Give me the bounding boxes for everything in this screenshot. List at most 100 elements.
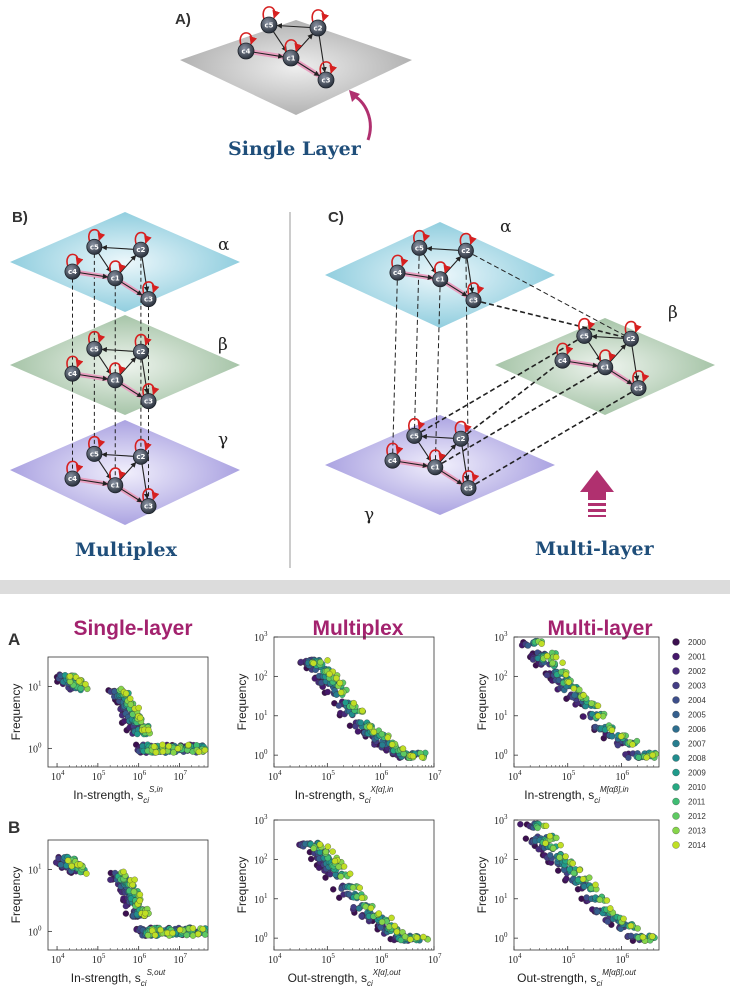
data-point	[159, 748, 167, 755]
y-tick-label: 102	[494, 852, 508, 866]
data-point	[570, 869, 578, 877]
legend-marker	[672, 841, 680, 849]
data-point	[546, 852, 554, 859]
self-loop	[142, 383, 160, 396]
multiplex-gamma-plane	[10, 420, 240, 525]
self-loop	[88, 228, 106, 242]
node-c3	[630, 380, 647, 397]
data-point	[57, 861, 64, 868]
node-c1	[432, 271, 449, 288]
data-point	[122, 902, 130, 910]
data-point	[386, 923, 393, 930]
data-point	[542, 840, 549, 847]
interlayer-link	[390, 272, 398, 462]
data-point	[594, 712, 602, 720]
self-loop	[454, 420, 472, 434]
data-point	[75, 678, 83, 685]
x-axis-label: In-strength, sciX[α],in	[295, 785, 394, 805]
data-point	[399, 745, 407, 752]
data-point	[370, 728, 377, 736]
data-point	[570, 685, 578, 692]
directed-edge	[297, 61, 320, 77]
data-point	[355, 905, 363, 912]
node-c5	[411, 239, 428, 256]
node-label: c4	[393, 269, 402, 277]
data-point	[581, 883, 588, 890]
data-point	[340, 863, 348, 870]
node-label: c3	[144, 503, 153, 511]
x-tick-label: 104	[268, 769, 282, 783]
interlayer-link	[468, 387, 640, 489]
data-point	[569, 860, 576, 867]
interlayer-link	[473, 299, 632, 341]
data-point	[201, 746, 209, 754]
interlayer-link	[434, 366, 606, 468]
node-c2	[452, 430, 469, 447]
x-tick-label: 105	[562, 952, 576, 966]
x-tick-label: 107	[173, 769, 187, 783]
data-point	[350, 904, 357, 911]
data-point	[326, 670, 333, 678]
directed-edge	[121, 488, 143, 503]
data-point	[297, 658, 305, 666]
data-point	[135, 704, 142, 712]
legend-marker	[672, 826, 680, 835]
self-loop	[66, 460, 84, 474]
node-c5	[576, 327, 593, 344]
legend-marker	[672, 783, 680, 791]
y-axis-label: Frequency	[235, 674, 249, 731]
data-point	[627, 922, 635, 929]
data-point	[562, 671, 570, 678]
node-c3	[140, 498, 157, 515]
data-point	[310, 660, 317, 667]
data-point	[550, 845, 557, 852]
x-tick-label: 104	[508, 769, 522, 783]
row-b-label: B	[8, 818, 20, 837]
data-point	[324, 657, 331, 664]
data-point	[66, 678, 74, 685]
data-point	[420, 933, 427, 941]
x-tick-label: 106	[615, 769, 629, 783]
data-point	[633, 737, 641, 745]
node-label: c3	[144, 398, 153, 406]
directed-edge	[141, 257, 150, 293]
node-label: c5	[264, 22, 273, 30]
data-point	[134, 730, 141, 738]
node-c4	[237, 42, 255, 60]
directed-edge	[253, 51, 284, 59]
data-point	[629, 741, 636, 748]
data-point	[375, 910, 383, 917]
self-loop	[556, 342, 574, 356]
directed-edge	[426, 245, 459, 252]
data-point	[120, 868, 127, 875]
node-c4	[64, 263, 81, 280]
data-point	[347, 870, 354, 877]
data-point	[384, 734, 391, 741]
node-label: c3	[144, 296, 153, 304]
data-point	[378, 918, 386, 926]
data-point	[563, 875, 570, 882]
legend-label: 2004	[688, 696, 706, 705]
panel-a-label: A)	[175, 11, 191, 28]
data-point	[553, 834, 560, 842]
node-c3	[140, 393, 157, 410]
multiplex-beta-plane	[10, 315, 240, 415]
directed-edge	[591, 333, 624, 340]
node-label: c2	[136, 453, 145, 461]
legend-label: 2011	[688, 798, 706, 807]
data-point	[366, 723, 373, 731]
multilayer-gamma-label: γ	[364, 505, 374, 525]
data-point	[337, 689, 345, 696]
node-c1	[107, 270, 124, 287]
y-tick-label: 101	[254, 709, 268, 723]
data-point	[335, 702, 343, 709]
node-label: c1	[111, 482, 120, 490]
data-point	[159, 741, 166, 748]
node-c2	[132, 343, 149, 360]
data-point	[607, 905, 614, 912]
y-tick-label: 101	[28, 680, 42, 694]
